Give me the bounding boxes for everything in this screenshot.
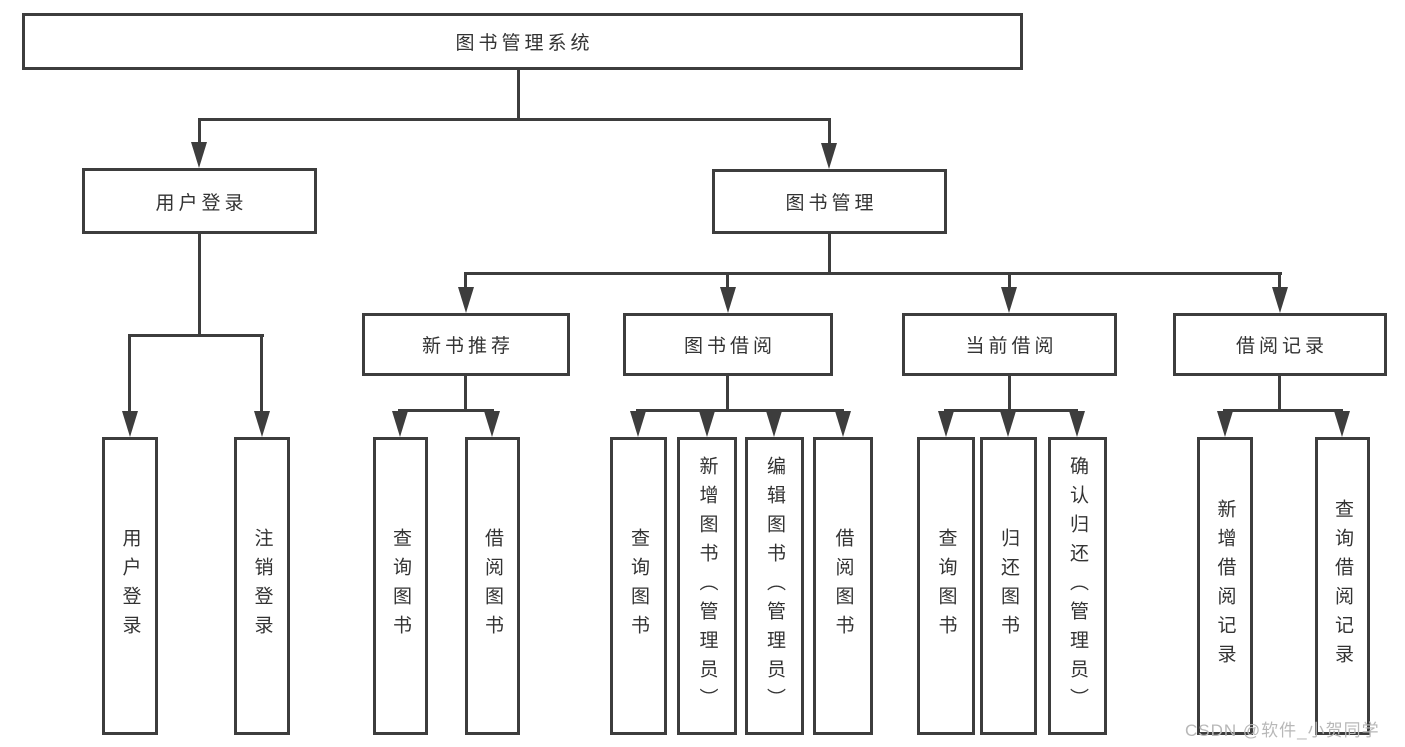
arrow-down-icon [1001,287,1017,313]
connector-line [464,272,1282,275]
arrow-down-icon [821,143,837,169]
connector-line [944,409,1078,412]
watermark: CSDN @软件_小贺同学 [1185,721,1380,740]
leaf-add-book-admin: 新增图书（管理员） [677,437,737,735]
arrow-down-icon [484,411,500,437]
arrow-down-icon [191,142,207,168]
node-user-login: 用户登录 [82,168,317,234]
leaf-borrow-books-recommend: 借阅图书 [465,437,520,735]
arrow-down-icon [699,411,715,437]
arrow-down-icon [835,411,851,437]
connector-line [198,118,831,121]
arrow-down-icon [1000,411,1016,437]
leaf-borrow-books: 借阅图书 [813,437,873,735]
connector-line [398,409,494,412]
arrow-down-icon [1334,411,1350,437]
connector-line [128,334,131,412]
connector-line [1278,272,1281,289]
connector-line [1223,409,1343,412]
node-current-borrow: 当前借阅 [902,313,1117,376]
leaf-return-book: 归还图书 [980,437,1037,735]
node-book-management: 图书管理 [712,169,947,234]
connector-line [726,376,729,412]
arrow-down-icon [254,411,270,437]
leaf-user-login: 用户登录 [102,437,158,735]
connector-line [828,233,831,275]
connector-line [198,233,201,337]
leaf-query-books-borrow: 查询图书 [610,437,667,735]
arrow-down-icon [766,411,782,437]
leaf-add-borrow-record: 新增借阅记录 [1197,437,1253,735]
arrow-down-icon [1069,411,1085,437]
leaf-query-books-recommend: 查询图书 [373,437,428,735]
leaf-confirm-return-admin: 确认归还（管理员） [1048,437,1107,735]
arrow-down-icon [630,411,646,437]
leaf-query-books-current: 查询图书 [917,437,975,735]
connector-line [464,376,467,412]
connector-line [517,69,520,120]
leaf-logout: 注销登录 [234,437,290,735]
node-library-management-system: 图书管理系统 [22,13,1023,70]
arrow-down-icon [458,287,474,313]
connector-line [260,334,263,412]
node-new-book-recommend: 新书推荐 [362,313,570,376]
connector-line [464,272,467,289]
arrow-down-icon [122,411,138,437]
connector-line [129,334,264,337]
connector-line [726,272,729,289]
connector-line [198,118,201,144]
connector-line [1008,272,1011,289]
node-book-borrow: 图书借阅 [623,313,833,376]
arrow-down-icon [720,287,736,313]
connector-line [636,409,844,412]
arrow-down-icon [392,411,408,437]
node-borrow-records: 借阅记录 [1173,313,1387,376]
arrow-down-icon [1272,287,1288,313]
connector-line [1008,376,1011,412]
arrow-down-icon [1217,411,1233,437]
connector-line [828,118,831,145]
leaf-query-borrow-record: 查询借阅记录 [1315,437,1370,735]
connector-line [1278,376,1281,412]
leaf-edit-book-admin: 编辑图书（管理员） [745,437,804,735]
arrow-down-icon [938,411,954,437]
